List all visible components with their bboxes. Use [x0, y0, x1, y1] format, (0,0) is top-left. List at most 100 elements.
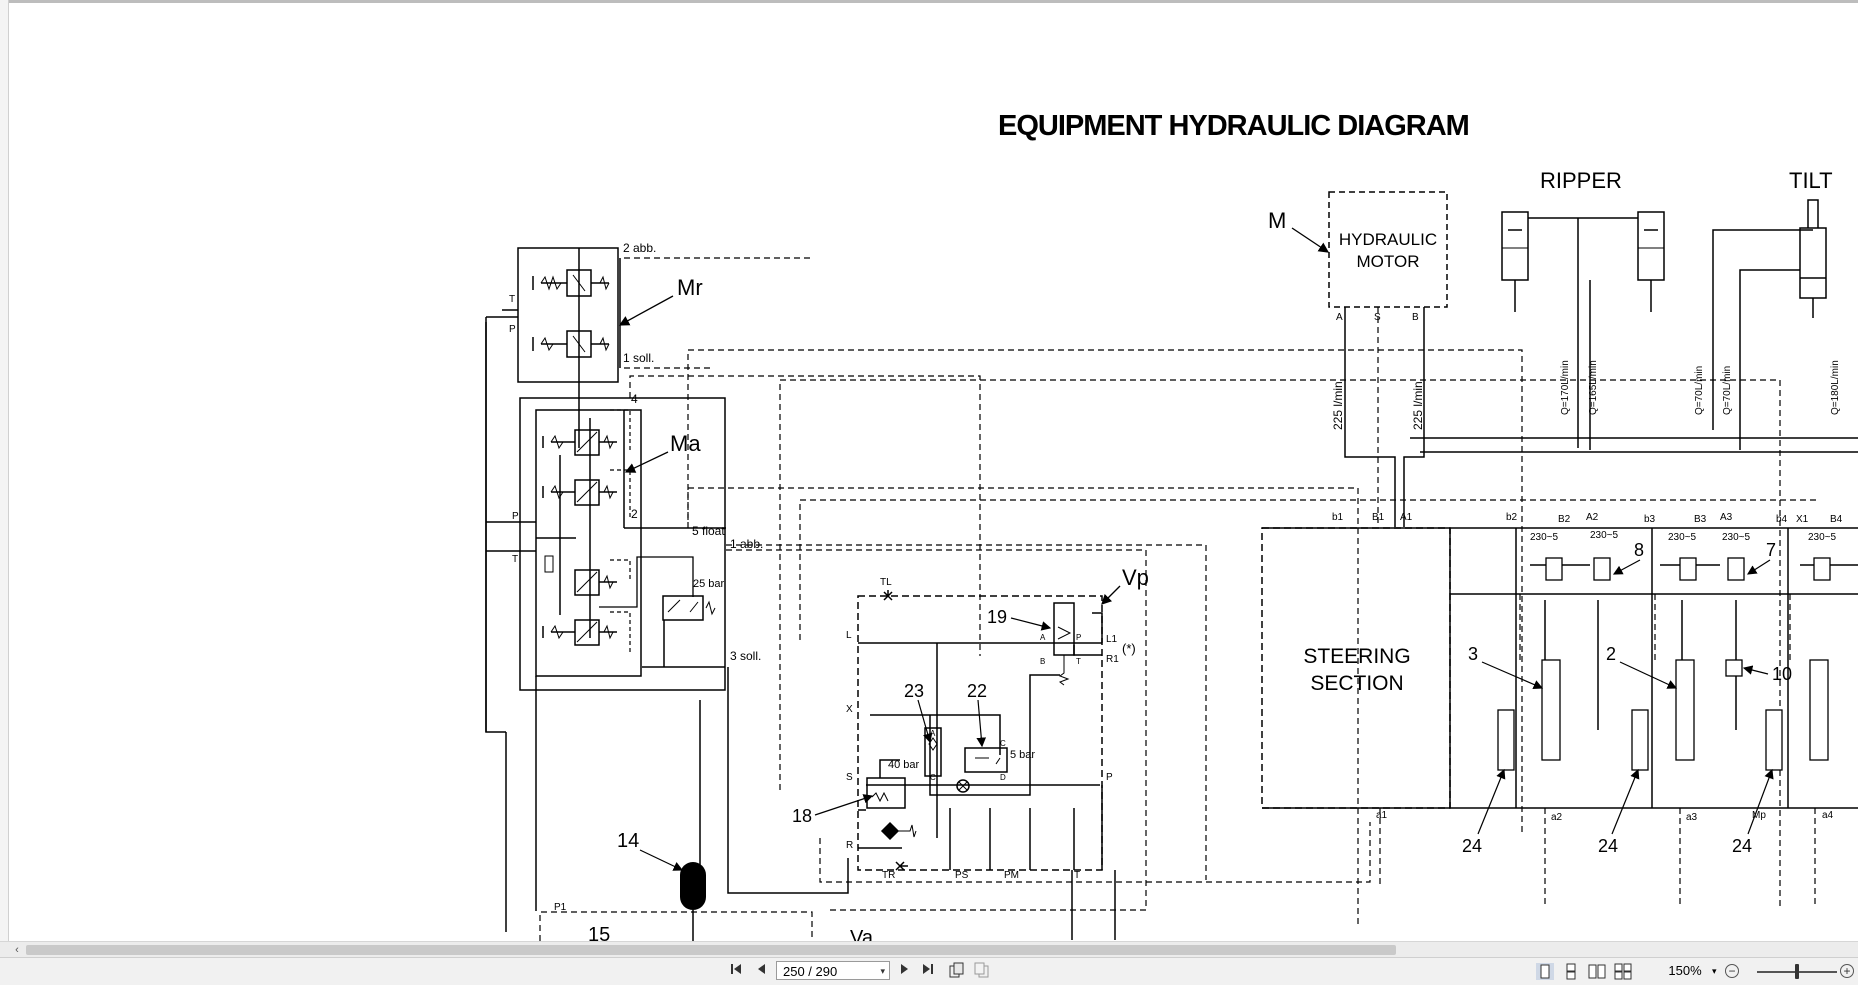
first-page-icon: [731, 964, 741, 974]
vp-label: Vp: [1122, 565, 1149, 590]
vp-port-tr-label: TR: [882, 870, 895, 881]
block-15-outline: [539, 911, 813, 941]
relief-25-bar-label: 25 bar: [693, 578, 725, 590]
diagram-title: EQUIPMENT HYDRAULIC DIAGRAM: [998, 110, 1469, 142]
window-top-edge: [0, 0, 1858, 3]
vp-valve-block: [819, 590, 1371, 940]
bank-port-b1-label: B1: [1372, 512, 1385, 523]
port-2-label: 2: [631, 507, 638, 521]
motor-lines: [1344, 307, 1425, 527]
zoom-level-field[interactable]: 150%: [1668, 963, 1702, 978]
first-page-button[interactable]: [726, 962, 746, 982]
vp-port-p-label: P: [1106, 772, 1113, 783]
motor-m-label: M: [1268, 208, 1286, 233]
vp-port-tl-label: TL: [880, 577, 892, 588]
zoom-slider-handle[interactable]: [1795, 964, 1799, 979]
callout-24-b: 24: [1598, 836, 1618, 856]
ripper-cylinders: [1501, 211, 1665, 450]
scroll-left-arrow[interactable]: ‹: [15, 944, 19, 956]
next-page-button[interactable]: [894, 962, 914, 982]
bank-port-a4-small-label: a4: [1822, 810, 1834, 821]
valve19-port-t-label: T: [1076, 657, 1081, 666]
viewer-left-margin: [0, 0, 9, 941]
port-3-soll-label: 3 soll.: [730, 649, 761, 663]
tilt-cylinder: [1712, 199, 1827, 450]
callout-2: 2: [1606, 644, 1616, 664]
hydraulic-motor-box: [1328, 191, 1448, 308]
page-number-field[interactable]: 250 / 290 ▾: [776, 961, 890, 980]
callout-23: 23: [904, 681, 924, 701]
callout-15: 15: [588, 924, 610, 941]
rotate-page-icon: [949, 962, 964, 978]
bank-port-b4-label: B4: [1830, 514, 1843, 525]
valve19-port-a-label: A: [1040, 633, 1046, 642]
port-mp-label: Mp: [1752, 810, 1766, 821]
relief-230-d-label: 230~5: [1722, 532, 1751, 543]
callout-18: 18: [792, 806, 812, 826]
accumulator-14: [680, 862, 706, 910]
vp-port-ps-label: PS: [955, 870, 969, 881]
horizontal-scrollbar[interactable]: ‹: [0, 941, 1858, 958]
steering-section-line2: SECTION: [1310, 672, 1403, 695]
mr-label: Mr: [677, 275, 703, 300]
rotate-counterclockwise-button[interactable]: [972, 962, 992, 982]
main-supply-lines: [485, 317, 849, 932]
tilt-label: TILT: [1789, 168, 1833, 193]
two-page-view-icon: [1588, 964, 1606, 979]
flow-q70-a-label: Q=70L/min: [1694, 366, 1705, 415]
callout-3: 3: [1468, 644, 1478, 664]
two-page-view-button[interactable]: [1588, 963, 1606, 980]
rotate-clockwise-button[interactable]: [946, 962, 966, 982]
valve19-port-p-label: P: [1076, 633, 1081, 642]
mr-port-t-label: T: [509, 294, 515, 305]
callout-14: 14: [617, 830, 639, 852]
zoom-in-button[interactable]: +: [1840, 964, 1854, 978]
vp-port-pm-label: PM: [1004, 870, 1019, 881]
relief-230-a-label: 230~5: [1530, 532, 1559, 543]
single-page-view-button[interactable]: [1536, 963, 1554, 980]
previous-page-button[interactable]: [752, 962, 772, 982]
bank-port-a1-small-label: a1: [1376, 810, 1388, 821]
flow-q170-label: Q=170L/min: [1560, 360, 1571, 415]
next-page-icon: [901, 964, 908, 974]
viewer-toolbar: 250 / 290 ▾ 150% ▾ − +: [0, 957, 1858, 985]
ma-label: Ma: [670, 431, 701, 456]
ma-port-t-label: T: [512, 554, 518, 565]
previous-page-icon: [758, 964, 765, 974]
callout-24-a: 24: [1462, 836, 1482, 856]
two-page-continuous-view-button[interactable]: [1614, 963, 1632, 980]
valve22-port-c-label: C: [1000, 739, 1006, 748]
scrollbar-thumb[interactable]: [26, 945, 1396, 955]
vp-port-t-label: T: [1074, 870, 1080, 881]
bank-port-b3-small-label: b3: [1644, 514, 1656, 525]
bank-port-b2-label: B2: [1558, 514, 1571, 525]
zoom-out-button[interactable]: −: [1725, 964, 1739, 978]
page-dropdown-caret-icon[interactable]: ▾: [880, 966, 885, 976]
callout-24-c: 24: [1732, 836, 1752, 856]
vp-note-star-label: (*): [1122, 641, 1136, 656]
last-page-icon: [923, 964, 933, 974]
flow-q180-label: Q=180L/min: [1830, 360, 1841, 415]
vp-port-x-label: X: [846, 704, 853, 715]
va-label: Va: [850, 927, 874, 941]
zoom-dropdown-caret-icon[interactable]: ▾: [1712, 966, 1717, 976]
relief-230-b-label: 230~5: [1590, 530, 1619, 541]
port-1-soll-label: 1 soll.: [623, 351, 654, 365]
relief-5-bar-label: 5 bar: [1010, 749, 1035, 761]
rotate-page-alt-icon: [974, 962, 989, 978]
relief-40-bar-label: 40 bar: [888, 759, 920, 771]
valve23-port-a-label: A: [930, 729, 936, 738]
ripper-label: RIPPER: [1540, 168, 1622, 193]
valve19-port-b-label: B: [1040, 657, 1045, 666]
block-15-port-p1-label: P1: [554, 902, 567, 913]
vp-port-l-label: L: [846, 630, 852, 641]
flow-225-a-label: 225 l/min: [1331, 381, 1345, 430]
last-page-button[interactable]: [918, 962, 938, 982]
flow-q165-label: Q=165L/min: [1588, 360, 1599, 415]
continuous-view-button[interactable]: [1562, 963, 1580, 980]
port-4-label: 4: [631, 392, 638, 406]
document-viewer[interactable]: EQUIPMENT HYDRAULIC DIAGRAM Mr 2 abb. 1 …: [0, 0, 1858, 941]
hydraulic-diagram-page: EQUIPMENT HYDRAULIC DIAGRAM Mr 2 abb. 1 …: [485, 110, 1858, 941]
motor-port-a-label: A: [1336, 312, 1343, 323]
bank-port-a3-small-label: a3: [1686, 812, 1698, 823]
